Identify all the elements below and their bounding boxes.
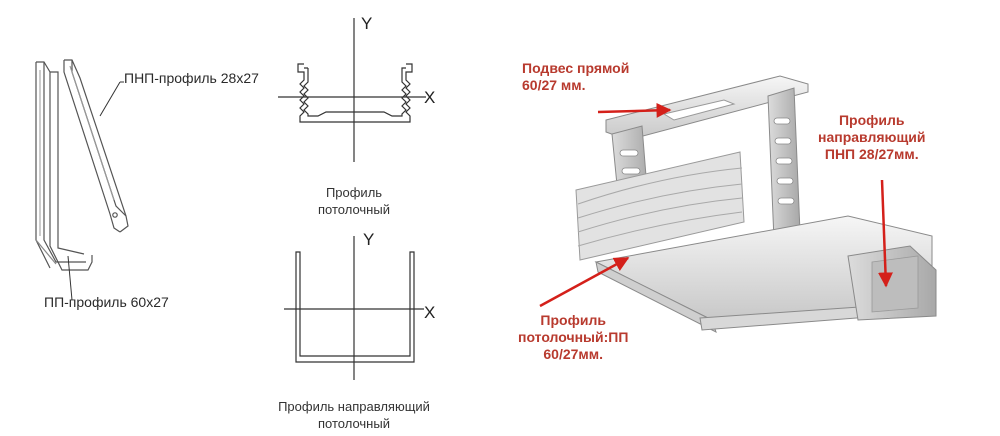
pnp-leader [99, 81, 121, 117]
ceiling-callout-line2: потолочный:ПП [518, 329, 629, 345]
pp-leader [67, 255, 73, 301]
ceiling-profile-section [278, 18, 426, 162]
guide-callout-line2: направляющий [818, 129, 926, 145]
guide-callout-line3: ПНП 28/27мм. [824, 146, 919, 162]
pnp-profile-drawing [63, 59, 129, 233]
guide-callout: Профиль направляющий ПНП 28/27мм. [818, 112, 926, 163]
ceiling-caption-line1: Профиль [325, 185, 383, 200]
hanger-callout-line1: Подвес прямой [522, 60, 630, 76]
ceiling-callout-line3: 60/27мм. [543, 346, 604, 362]
guide-callout-line1: Профиль [838, 112, 905, 128]
pnp-profile-label: ПНП-профиль 28x27 [124, 70, 259, 86]
guide-profile-caption: Профиль направляющий потолочный [266, 398, 442, 432]
ceiling-axis-x: X [424, 88, 436, 107]
hanger-callout: Подвес прямой 60/27 мм. [522, 60, 629, 94]
hanger-arrow [597, 102, 672, 118]
guide-profile-section [284, 236, 424, 380]
guide-caption-line2: потолочный [318, 416, 390, 431]
ceiling-callout-line1: Профиль [540, 312, 606, 328]
hanger-callout-line2: 60/27 мм. [522, 77, 586, 93]
pp-profile-label: ПП-профиль 60x27 [44, 294, 169, 310]
guide-axis-y: Y [363, 230, 375, 249]
pp-profile-drawing [35, 61, 93, 271]
ceiling-caption-line2: потолочный [318, 202, 390, 217]
ceiling-arrow [539, 256, 630, 308]
ceiling-profile-caption: Профиль потолочный [300, 184, 408, 218]
ceiling-axis-y: Y [361, 14, 373, 33]
guide-arrow [877, 179, 893, 288]
guide-caption-line1: Профиль направляющий [278, 399, 430, 414]
ceiling-callout: Профиль потолочный:ПП 60/27мм. [518, 312, 628, 363]
ceiling-assembly-3d [575, 75, 937, 333]
guide-axis-x: X [424, 303, 436, 322]
